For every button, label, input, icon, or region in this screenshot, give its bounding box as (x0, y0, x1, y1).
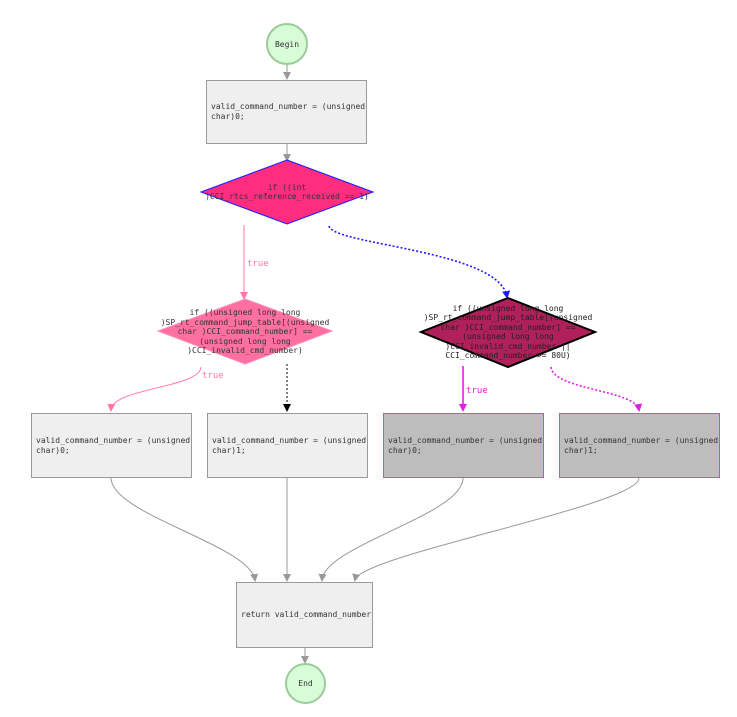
begin-node: Begin (266, 23, 308, 65)
condition-label-invalid-or-range: if ((unsigned long long )SP_rt_command_j… (423, 303, 593, 361)
set-one-statement-left: valid_command_number = (unsigned char)1; (207, 413, 368, 478)
edge-set1right-ret (352, 477, 640, 582)
edge-cond3-set1-false (550, 366, 643, 412)
edge-set0left-ret (110, 477, 259, 582)
init-statement-box: valid_command_number = (unsigned char)0; (206, 80, 367, 144)
end-node: End (285, 663, 326, 704)
edge-set0right-ret (318, 477, 464, 582)
return-statement-box: return valid_command_number; (236, 582, 373, 648)
condition-diamond-rtcs (199, 159, 375, 225)
edge-label-true-cond3: true (466, 386, 488, 396)
edge-label-true-cond2: true (202, 371, 224, 381)
set-zero-statement-right: valid_command_number = (unsigned char)0; (383, 413, 544, 478)
condition-diamond-invalid-or-range (418, 296, 598, 369)
set-one-statement-right: valid_command_number = (unsigned char)1; (559, 413, 720, 478)
edge-cond1-cond3-false (328, 225, 511, 299)
edge-cond2-set0-true (107, 366, 202, 412)
condition-label-invalid-cmd: if ((unsigned long long )SP_rt_command_j… (160, 308, 330, 356)
set-zero-statement-left: valid_command_number = (unsigned char)0; (31, 413, 192, 478)
condition-diamond-invalid-cmd (156, 298, 334, 365)
condition-label-rtcs: if ((int )CCI_rtcs_reference_received ==… (205, 182, 369, 202)
edge-label-true-cond1: true (247, 259, 269, 269)
